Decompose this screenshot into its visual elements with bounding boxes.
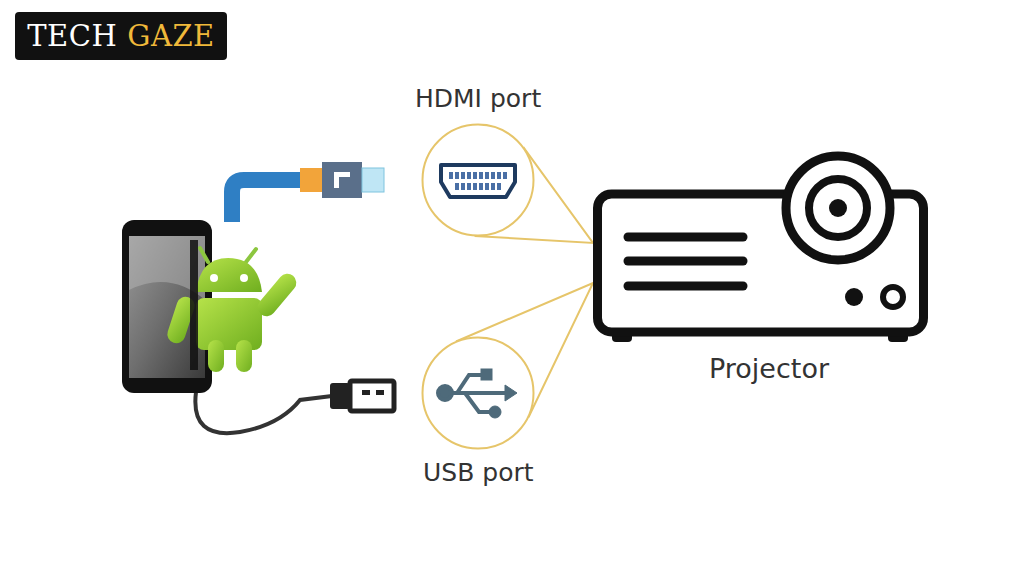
projector-label: Projector bbox=[709, 353, 829, 384]
logo-word: TECH bbox=[27, 22, 117, 51]
logo-word: GAZE bbox=[127, 22, 214, 51]
port-label: USB port bbox=[423, 458, 534, 487]
port-icon bbox=[421, 123, 535, 237]
projector-icon: Projector bbox=[588, 150, 933, 385]
projector-drawing bbox=[588, 150, 933, 385]
port-circle: HDMI port bbox=[421, 123, 535, 237]
port-label: HDMI port bbox=[415, 84, 541, 113]
port-circle: USB port bbox=[421, 336, 535, 450]
port-icon bbox=[421, 336, 535, 450]
logo-box: TECH GAZE bbox=[15, 12, 227, 60]
